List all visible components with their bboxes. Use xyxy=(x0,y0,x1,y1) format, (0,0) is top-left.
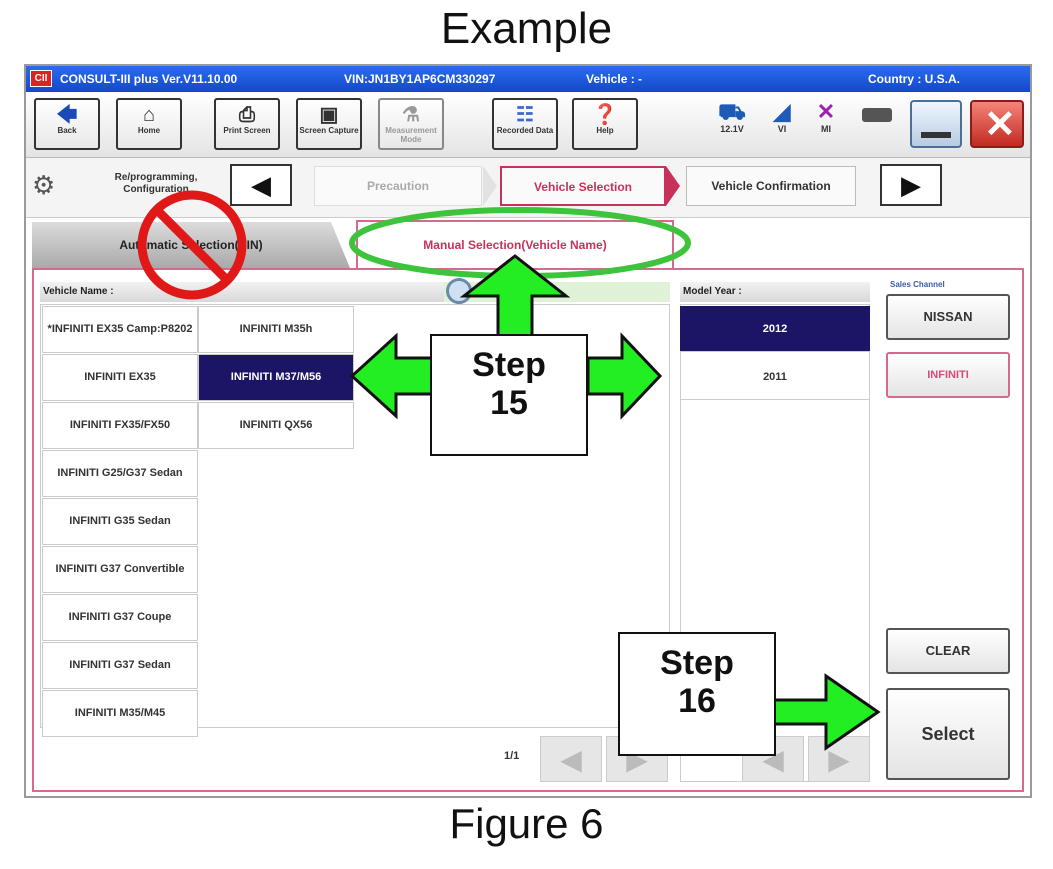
step-precaution[interactable]: Precaution xyxy=(314,166,482,206)
page-indicator: 1/1 xyxy=(504,750,520,762)
right-triangle-icon: ▶ xyxy=(901,170,921,200)
navigation-bar: ⚙ Re/programming, Configuration ◀ Precau… xyxy=(26,158,1030,218)
step-separator-icon xyxy=(483,166,497,206)
step15-word: Step xyxy=(472,346,546,384)
year-2012[interactable]: 2012 xyxy=(680,306,870,352)
camera-icon: ▣ xyxy=(319,104,339,126)
vehicle-item[interactable]: INFINITI FX35/FX50 xyxy=(42,402,198,449)
vi-status: ◢ VI xyxy=(764,99,800,135)
title-bar: CII CONSULT-III plus Ver.V11.10.00 VIN:J… xyxy=(26,66,1030,92)
vehicle-item[interactable]: INFINITI G37 Convertible xyxy=(42,546,198,593)
step16-word: Step xyxy=(660,644,734,682)
prohibit-icon xyxy=(137,190,247,300)
vehicle-item[interactable]: INFINITI QX56 xyxy=(198,402,354,449)
back-button[interactable]: 🡄 Back xyxy=(34,98,100,150)
battery-voltage: 12.1V xyxy=(720,124,744,134)
car-icon: ⛟ xyxy=(718,99,746,124)
vehicle-item[interactable]: INFINITI M35/M45 xyxy=(42,690,198,737)
vi-label: VI xyxy=(777,124,787,134)
vehicle-item[interactable]: INFINITI G37 Coupe xyxy=(42,594,198,641)
nav-previous-button[interactable]: ◀ xyxy=(230,164,292,206)
nissan-button[interactable]: NISSAN xyxy=(886,294,1010,340)
step15-arrow-left-icon xyxy=(349,332,434,420)
vin-label: VIN:JN1BY1AP6CM330297 xyxy=(344,72,496,86)
year-page-right-icon: ▶ xyxy=(828,744,850,775)
printer-icon: ⎙ xyxy=(239,104,255,126)
consult-logo-icon: CII xyxy=(30,70,52,87)
vehicle-item[interactable]: INFINITI G37 Sedan xyxy=(42,642,198,689)
battery-status: ⛟ 12.1V xyxy=(708,99,756,135)
recorded-data-button[interactable]: ☷ Recorded Data xyxy=(492,98,558,150)
caption-bottom: Figure 6 xyxy=(449,800,604,847)
vehicle-item[interactable]: INFINITI EX35 xyxy=(42,354,198,401)
mi-label: MI xyxy=(821,124,831,134)
caption-top: Example xyxy=(440,4,613,53)
page-left-icon: ◀ xyxy=(560,744,582,775)
step15-callout: Step 15 xyxy=(430,334,588,456)
left-triangle-icon: ◀ xyxy=(251,170,271,200)
mi-status: ✕ MI xyxy=(808,99,844,135)
device-icon xyxy=(862,108,892,122)
vehicle-list-area xyxy=(40,304,670,728)
measurement-mode-button[interactable]: ⚗ Measurement Mode xyxy=(378,98,444,150)
step-active-arrow-icon xyxy=(666,166,680,206)
home-label: Home xyxy=(137,126,161,135)
minimize-icon xyxy=(921,132,951,138)
vehicle-item[interactable]: *INFINITI EX35 Camp:P8202 xyxy=(42,306,198,353)
sales-channel-header: Sales Channel xyxy=(890,280,945,289)
model-year-header: Model Year : xyxy=(680,282,870,302)
clear-button[interactable]: CLEAR xyxy=(886,628,1010,674)
step15-arrow-up-icon xyxy=(459,254,571,338)
app-title: CONSULT-III plus Ver.V11.10.00 xyxy=(60,72,238,86)
step-vehicle-selection[interactable]: Vehicle Selection xyxy=(500,166,666,206)
back-label: Back xyxy=(57,126,77,135)
vehicle-label: Vehicle : - xyxy=(586,72,643,86)
vehicle-page-prev-button[interactable]: ◀ xyxy=(540,736,602,782)
help-label: Help xyxy=(596,126,614,135)
vehicle-item[interactable]: INFINITI G35 Sedan xyxy=(42,498,198,545)
infiniti-button[interactable]: INFINITI xyxy=(886,352,1010,398)
screen-capture-label: Screen Capture xyxy=(299,126,359,135)
recorded-data-label: Recorded Data xyxy=(496,126,554,135)
mode-label: Re/programming, Configuration xyxy=(114,172,198,195)
minimize-button[interactable] xyxy=(910,100,962,148)
close-button[interactable]: ✕ xyxy=(970,100,1024,148)
reprogramming-icon: ⚙ xyxy=(32,170,56,200)
screen-capture-button[interactable]: ▣ Screen Capture xyxy=(296,98,362,150)
signal-icon: ◢ xyxy=(773,99,791,124)
measurement-icon: ⚗ xyxy=(402,104,420,126)
select-button[interactable]: Select xyxy=(886,688,1010,780)
print-screen-label: Print Screen xyxy=(223,126,271,135)
recorded-data-icon: ☷ xyxy=(516,104,534,126)
toolbar: 🡄 Back ⌂ Home ⎙ Print Screen ▣ Screen Ca… xyxy=(26,92,1030,158)
disconnected-x-icon: ✕ xyxy=(816,99,836,124)
vehicle-item[interactable]: INFINITI M35h xyxy=(198,306,354,353)
step15-number: 15 xyxy=(490,384,528,422)
help-button[interactable]: ❓ Help xyxy=(572,98,638,150)
help-icon: ❓ xyxy=(592,104,618,126)
vehicle-item[interactable]: INFINITI G25/G37 Sedan xyxy=(42,450,198,497)
home-icon: ⌂ xyxy=(142,104,156,126)
close-icon: ✕ xyxy=(984,104,1016,146)
step16-callout: Step 16 xyxy=(618,632,776,756)
back-arrow-icon: 🡄 xyxy=(56,104,78,126)
step16-number: 16 xyxy=(678,682,716,720)
home-button[interactable]: ⌂ Home xyxy=(116,98,182,150)
country-label: Country : U.S.A. xyxy=(868,72,960,86)
vehicle-item[interactable]: INFINITI M37/M56 xyxy=(198,354,354,401)
step-vehicle-confirmation[interactable]: Vehicle Confirmation xyxy=(686,166,856,206)
nav-next-button[interactable]: ▶ xyxy=(880,164,942,206)
print-screen-button[interactable]: ⎙ Print Screen xyxy=(214,98,280,150)
step16-arrow-right-icon xyxy=(772,673,881,751)
year-2011[interactable]: 2011 xyxy=(680,354,870,400)
measurement-mode-label: Measurement Mode xyxy=(385,126,437,144)
year-page-next-button[interactable]: ▶ xyxy=(808,736,870,782)
step15-arrow-right-icon xyxy=(586,332,663,420)
